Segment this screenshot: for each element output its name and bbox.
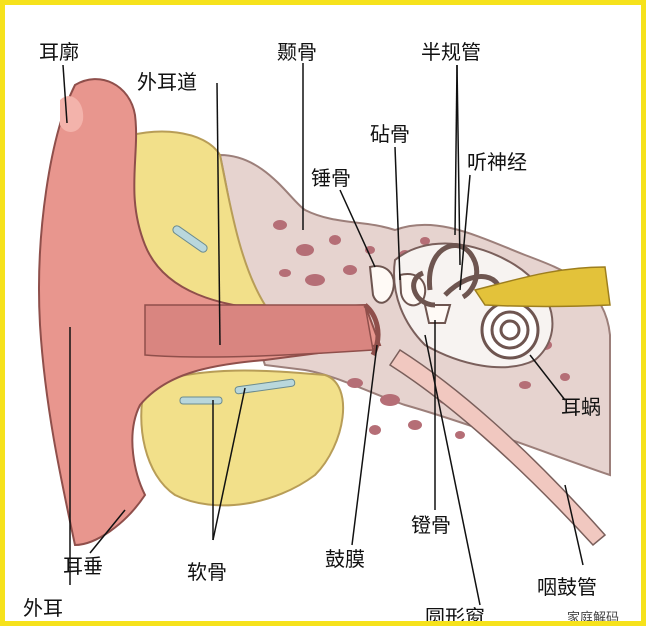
cartilage-strip-3 bbox=[172, 225, 208, 253]
label-incus: 砧骨 bbox=[370, 122, 410, 146]
label-cartilage: 软骨 bbox=[187, 560, 227, 584]
label-external-canal: 外耳道 bbox=[137, 70, 197, 94]
label-semicircular-canals: 半规管 bbox=[421, 40, 481, 64]
malleus bbox=[368, 265, 395, 304]
label-stapes: 镫骨 bbox=[411, 513, 451, 537]
eardrum bbox=[363, 303, 381, 357]
stapes bbox=[423, 304, 452, 324]
label-earlobe: 耳垂 bbox=[63, 554, 103, 578]
label-eustachian-tube: 咽鼓管 bbox=[537, 575, 597, 599]
cochlea bbox=[480, 300, 540, 360]
label-cochlea: 耳蜗 bbox=[561, 395, 601, 419]
cartilage-strip-1 bbox=[179, 396, 223, 405]
ear-canal bbox=[144, 304, 374, 358]
cartilage-strip-2 bbox=[234, 378, 296, 395]
label-auricle: 耳廓 bbox=[39, 40, 79, 64]
label-temporal-bone: 颞骨 bbox=[277, 40, 317, 64]
watermark-text: 家庭解码 bbox=[567, 610, 619, 626]
ear-anatomy-diagram: 耳廓 外耳道 颞骨 半规管 砧骨 锤骨 听神经 耳蜗 镫骨 咽鼓管 圆形窗 鼓膜… bbox=[23, 40, 619, 626]
leader-lines bbox=[62, 63, 584, 606]
label-round-window: 圆形窗 bbox=[425, 605, 485, 626]
label-eardrum: 鼓膜 bbox=[325, 547, 365, 571]
label-auditory-nerve: 听神经 bbox=[467, 150, 527, 174]
label-outer-ear: 外耳 bbox=[23, 596, 63, 620]
auditory-nerve bbox=[473, 266, 611, 308]
label-malleus: 锤骨 bbox=[311, 166, 351, 190]
